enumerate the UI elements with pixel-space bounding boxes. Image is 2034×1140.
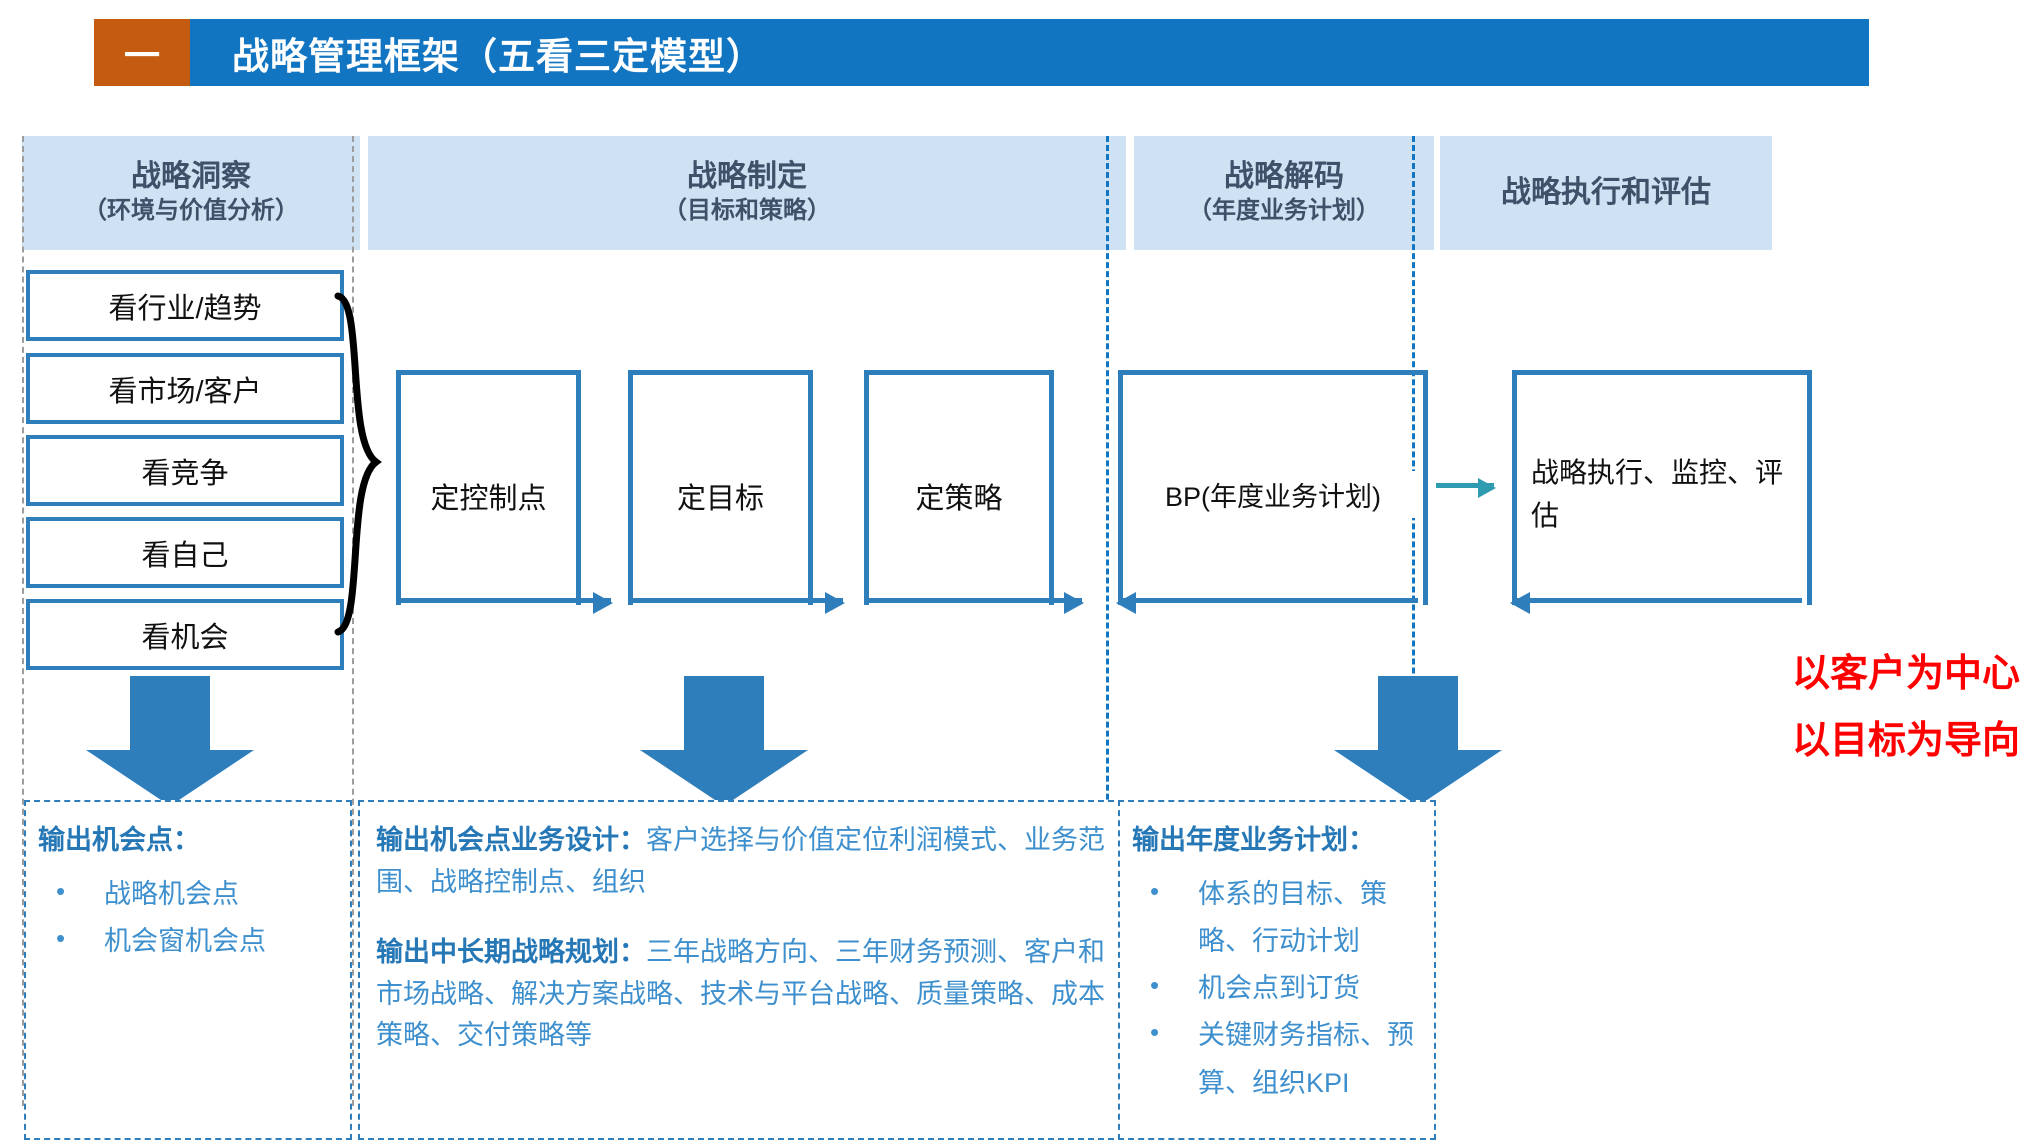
- list-item: 关键财务指标、预算、组织KPI: [1132, 1010, 1422, 1107]
- list-item: 体系的目标、策略、行动计划: [1132, 869, 1422, 966]
- decode-box-bp[interactable]: BP(年度业务计划): [1118, 370, 1428, 605]
- column-divider-left: [22, 136, 24, 1106]
- flow-arrow-goal-to-strategy: [628, 592, 845, 614]
- output-heading: 输出中长期战略规划：: [376, 936, 646, 967]
- insight-box-opportunity[interactable]: 看机会: [26, 599, 344, 670]
- output-box-insight: 输出机会点： 战略机会点 机会窗机会点: [24, 800, 352, 1140]
- output-body: 客户选择与价值定位利润模式、业务范围、战略控制点、组织: [376, 825, 1105, 897]
- list-item: 战略机会点: [38, 868, 338, 918]
- insight-box-industry[interactable]: 看行业/趋势: [26, 270, 344, 341]
- phase-header-execution: 战略执行和评估: [1440, 136, 1772, 250]
- column-divider-formulation-decode: [1106, 136, 1109, 1106]
- column-divider-insight-formulation: [352, 136, 354, 1106]
- flow-arrow-decode-feedback: [1116, 592, 1418, 614]
- slogan-goal-oriented: 以目标为导向: [1791, 720, 2020, 762]
- formulation-box-control-point[interactable]: 定控制点: [396, 370, 581, 605]
- execution-box[interactable]: 战略执行、监控、评估: [1512, 370, 1812, 605]
- phase-subtitle: （环境与价值分析）: [83, 196, 299, 224]
- formulation-box-goal[interactable]: 定目标: [628, 370, 813, 605]
- insight-box-self[interactable]: 看自己: [26, 517, 344, 588]
- phase-subtitle: （年度业务计划）: [1188, 196, 1380, 224]
- output-box-formulation: 输出机会点业务设计：客户选择与价值定位利润模式、业务范围、战略控制点、组织 输出…: [358, 800, 1134, 1140]
- page-title: 战略管理框架（五看三定模型）: [232, 35, 764, 77]
- output-heading: 输出年度业务计划：: [1132, 825, 1375, 855]
- column-divider-decode-execution: [1412, 136, 1415, 1106]
- flow-arrow-control-to-goal: [396, 592, 613, 614]
- title-bar-background: 战略管理框架（五看三定模型）: [190, 19, 1869, 86]
- phase-title: 战略洞察: [131, 160, 251, 194]
- phase-subtitle: （目标和策略）: [663, 196, 831, 224]
- flow-arrow-decode-to-execution: [1436, 478, 1496, 498]
- phase-title: 战略制定: [687, 160, 807, 194]
- output-paragraph-business-design: 输出机会点业务设计：客户选择与价值定位利润模式、业务范围、战略控制点、组织: [376, 820, 1116, 904]
- phase-title: 战略解码: [1224, 160, 1344, 194]
- down-arrow-insight-output: [86, 676, 254, 806]
- grouping-brace-icon: [334, 292, 382, 636]
- phase-title: 战略执行和评估: [1501, 175, 1711, 209]
- section-number-badge: 一: [94, 19, 190, 86]
- slide-title-bar: 一 战略管理框架（五看三定模型）: [94, 19, 1869, 86]
- output-bullet-list: 战略机会点 机会窗机会点: [38, 868, 338, 966]
- flow-arrow-execution-feedback: [1510, 592, 1802, 614]
- down-arrow-decode-output: [1334, 676, 1502, 806]
- output-box-decode: 输出年度业务计划： 体系的目标、策略、行动计划 机会点到订货 关键财务指标、预算…: [1118, 800, 1436, 1140]
- phase-header-band: 战略洞察 （环境与价值分析） 战略制定 （目标和策略） 战略解码 （年度业务计划…: [22, 136, 1772, 250]
- phase-header-insight: 战略洞察 （环境与价值分析）: [22, 136, 360, 250]
- formulation-box-strategy[interactable]: 定策略: [864, 370, 1054, 605]
- output-heading: 输出机会点：: [38, 825, 200, 855]
- output-bullet-list: 体系的目标、策略、行动计划 机会点到订货 关键财务指标、预算、组织KPI: [1132, 869, 1422, 1107]
- output-body: 三年战略方向、三年财务预测、客户和市场战略、解决方案战略、技术与平台战略、质量策…: [376, 936, 1105, 1051]
- down-arrow-formulation-output: [640, 676, 808, 806]
- phase-header-formulation: 战略制定 （目标和策略）: [368, 136, 1126, 250]
- flow-arrow-strategy-to-decode: [864, 592, 1084, 614]
- slogan-customer-centric: 以客户为中心: [1791, 653, 2020, 695]
- output-heading: 输出机会点业务设计：: [376, 825, 646, 855]
- output-paragraph-long-term-plan: 输出中长期战略规划：三年战略方向、三年财务预测、客户和市场战略、解决方案战略、技…: [376, 932, 1116, 1058]
- insight-box-competition[interactable]: 看竞争: [26, 435, 344, 506]
- list-item: 机会点到订货: [1132, 963, 1422, 1012]
- phase-header-decode: 战略解码 （年度业务计划）: [1134, 136, 1434, 250]
- list-item: 机会窗机会点: [38, 916, 338, 965]
- insight-box-market[interactable]: 看市场/客户: [26, 353, 344, 424]
